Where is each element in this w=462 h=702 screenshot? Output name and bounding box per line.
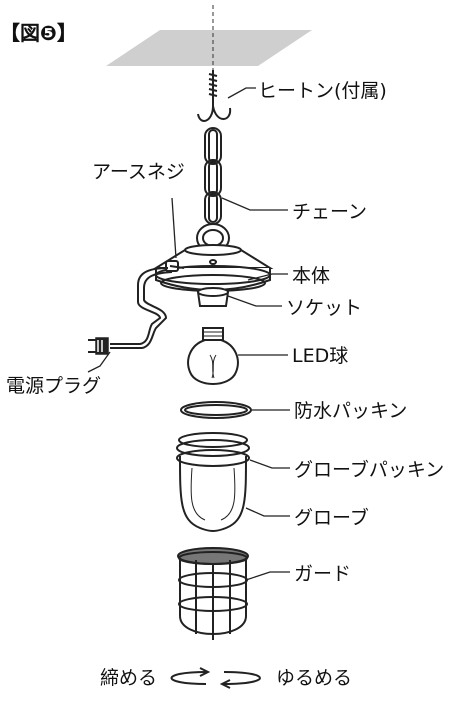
- socket: [196, 287, 230, 307]
- ground-screw: [165, 260, 185, 272]
- label-chain: チェーン: [292, 201, 367, 223]
- globe: [179, 455, 247, 532]
- loosen-arrow-icon: [219, 671, 261, 689]
- label-globe: グローブ: [294, 506, 369, 529]
- label-body: 本体: [292, 265, 330, 287]
- label-hook: ヒートン(付属): [258, 80, 387, 102]
- label-loosen: ゆるめる: [276, 667, 352, 689]
- label-globe-gasket: グローブパッキン: [294, 458, 444, 481]
- figure-header: 【図❺】: [0, 21, 77, 45]
- label-socket: ソケット: [286, 297, 362, 319]
- ceiling-plate: [106, 30, 312, 66]
- leader-lines: [87, 87, 290, 581]
- guard: [177, 547, 249, 640]
- tighten-arrow-icon: [170, 667, 211, 685]
- power-plug: [88, 337, 109, 355]
- label-bulb: LED球: [292, 345, 348, 367]
- chain: [204, 127, 222, 225]
- power-cable: [110, 267, 173, 349]
- label-waterproof-gasket: 防水パッキン: [294, 400, 407, 422]
- label-guard: ガード: [294, 563, 351, 585]
- hook: [197, 70, 232, 122]
- label-tighten: 締める: [100, 667, 157, 689]
- label-ground-screw: アースネジ: [92, 161, 185, 183]
- led-bulb: [187, 327, 239, 385]
- globe-gasket: [176, 432, 250, 467]
- label-plug: 電源プラグ: [6, 375, 101, 397]
- waterproof-gasket: [180, 401, 252, 419]
